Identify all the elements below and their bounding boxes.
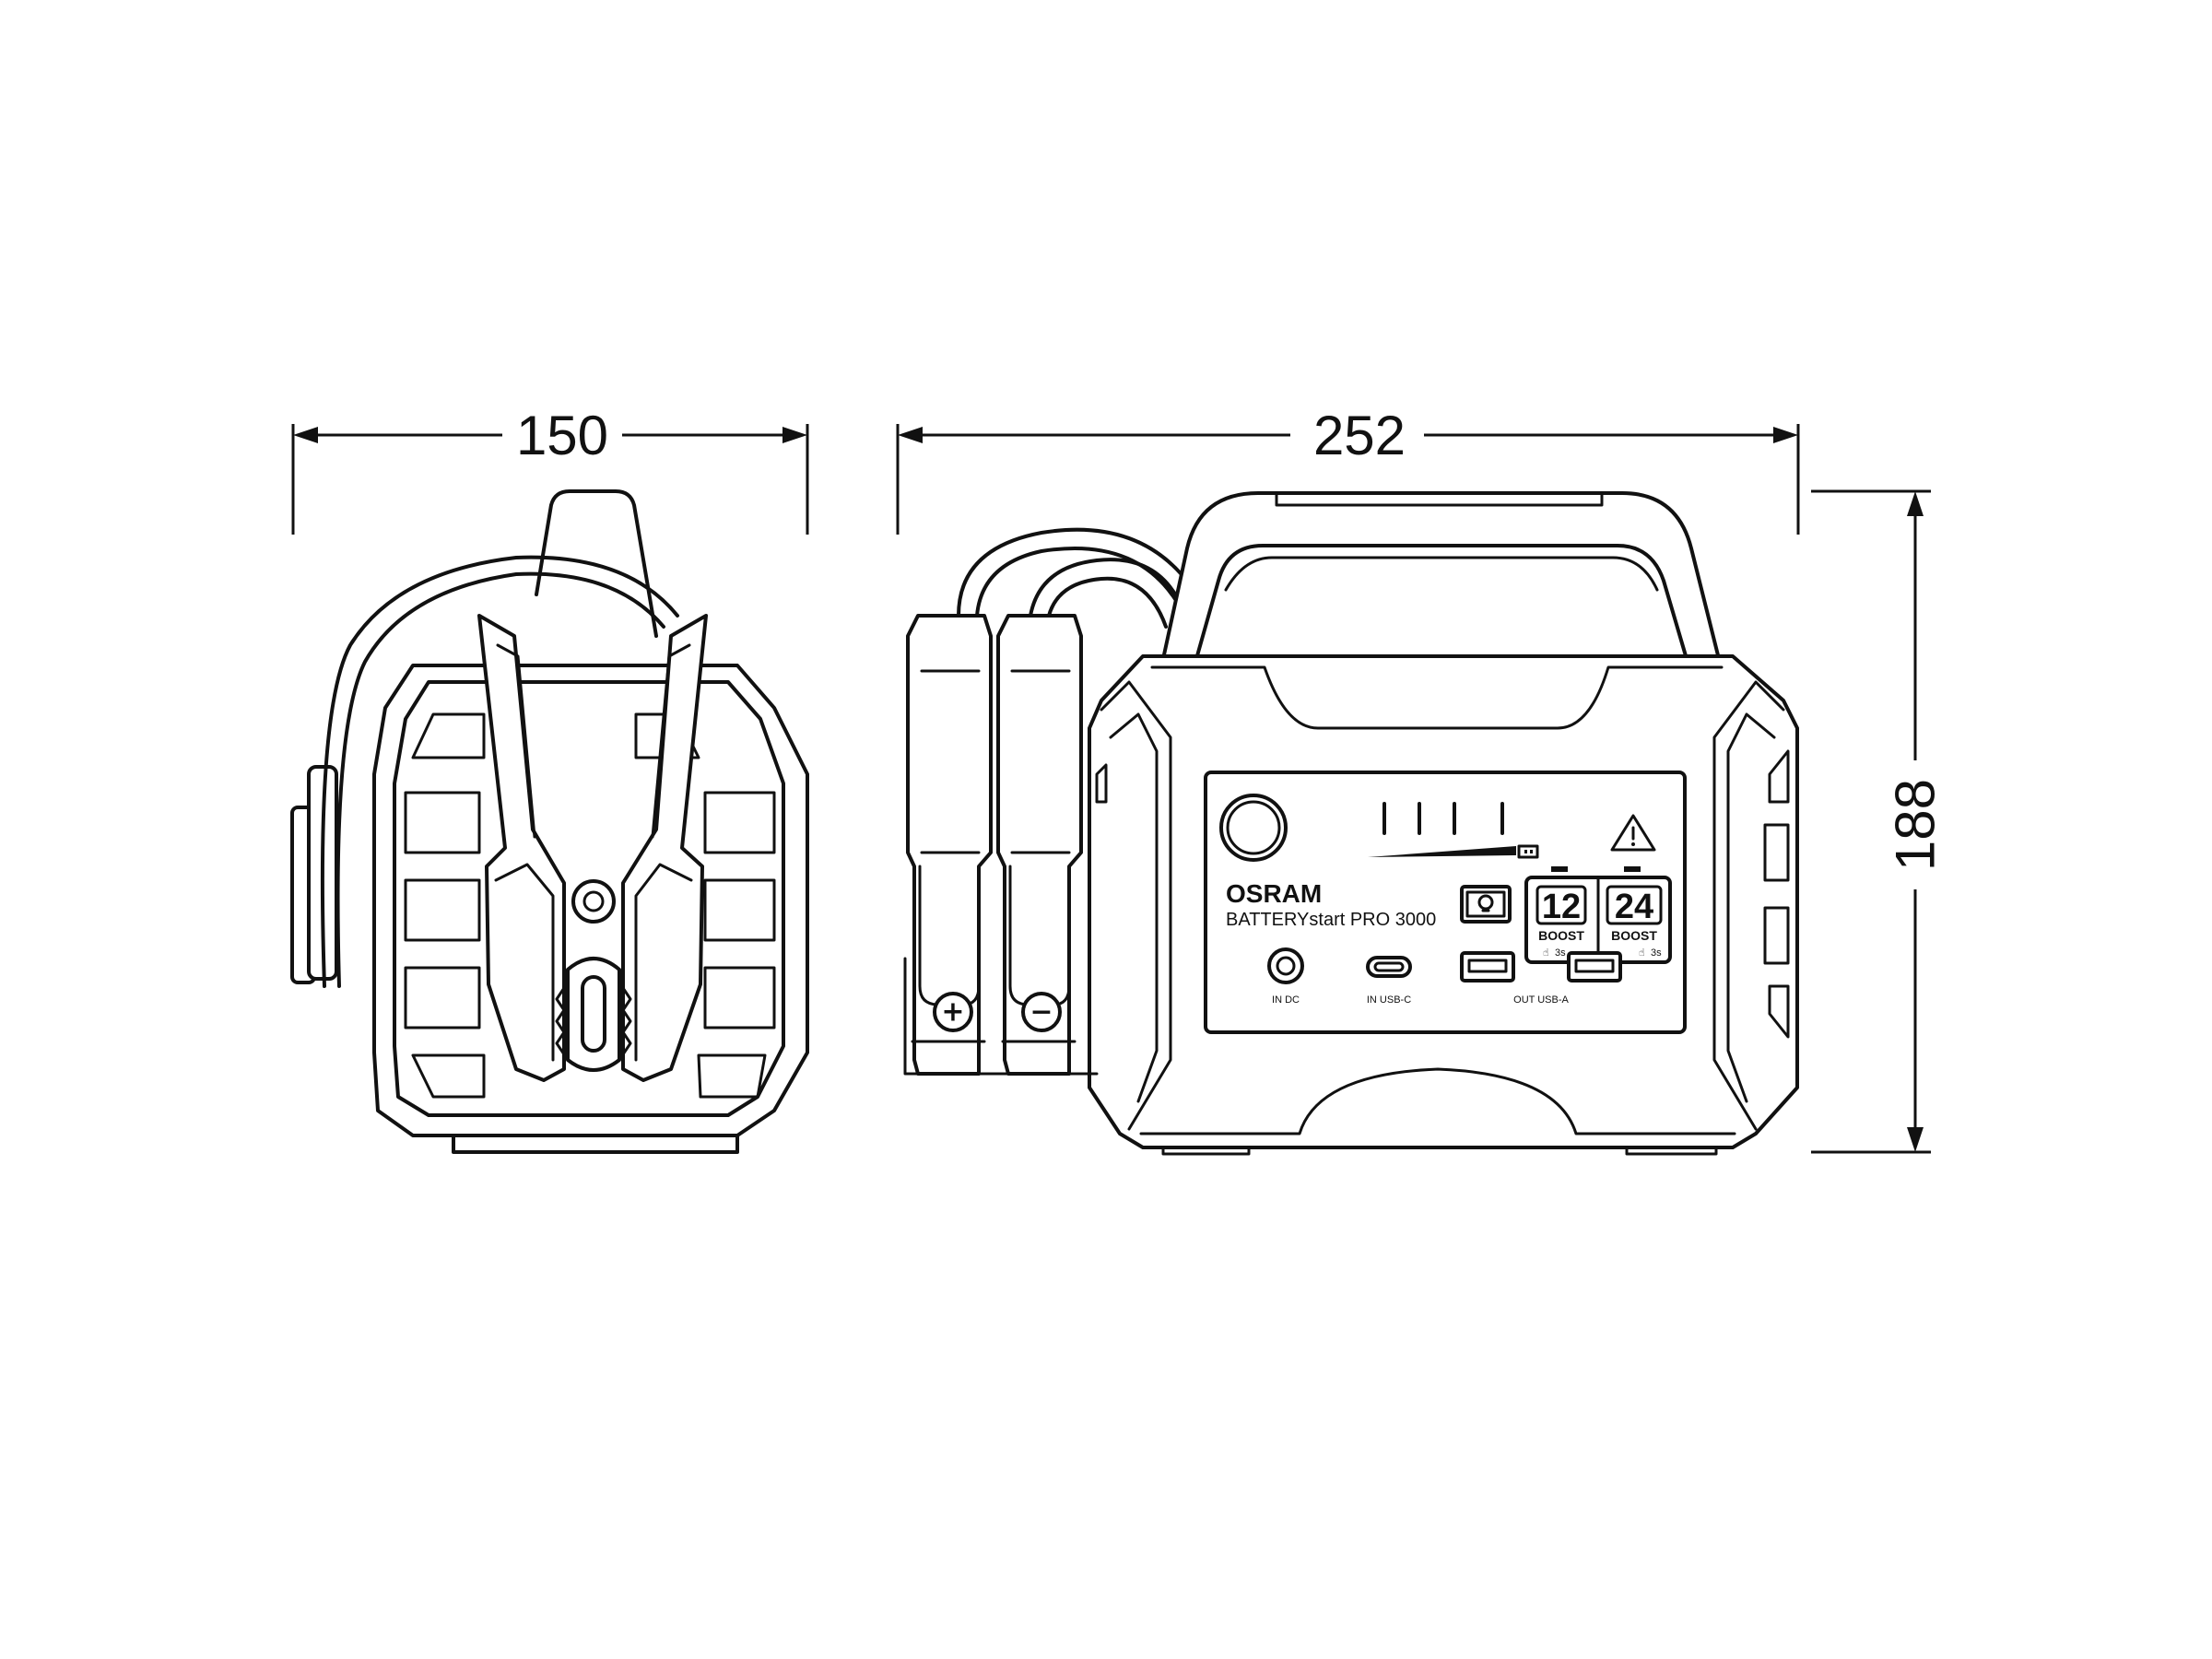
side-foot — [452, 1134, 739, 1154]
height-dimension: 188 — [1811, 489, 1947, 1154]
height-value: 188 — [1885, 779, 1947, 871]
boost-12-button[interactable]: 12 BOOST ☝ 3s — [1535, 885, 1587, 959]
boost-24-voltage: 24 — [1615, 888, 1653, 926]
light-bulb-icon — [1477, 894, 1494, 912]
side-view — [290, 489, 809, 1154]
in-usbc-label: IN USB-C — [1367, 994, 1411, 1006]
side-clamp-right — [621, 614, 708, 1082]
usb-a-output-port-2[interactable] — [1567, 951, 1622, 982]
usb-c-input-port[interactable] — [1366, 956, 1412, 978]
carry-handle — [1161, 491, 1721, 661]
boost-12-hold: 3s — [1555, 947, 1566, 959]
front-view: OSRAM BATTERYstart PRO 3000 12 BOOST ☝ 3… — [903, 491, 1799, 1156]
light-button[interactable] — [1460, 885, 1512, 924]
dc-input-port[interactable] — [1267, 947, 1304, 984]
positive-sign: + — [941, 996, 964, 1029]
side-handle — [535, 489, 658, 638]
length-dimension: 252 — [896, 405, 1800, 535]
power-button[interactable] — [1219, 794, 1288, 862]
boost-12-label: BOOST — [1538, 928, 1584, 943]
negative-sign: − — [1030, 996, 1053, 1029]
boost-12-voltage: 12 — [1542, 888, 1581, 926]
warning-triangle-icon — [1610, 814, 1656, 852]
model-name: BATTERYstart PRO 3000 — [1226, 910, 1436, 930]
brand-logo: OSRAM — [1226, 879, 1322, 908]
length-value: 252 — [1313, 405, 1406, 466]
control-panel — [1204, 771, 1687, 1034]
front-side-ribs — [1095, 749, 1790, 1039]
battery-level-icon — [1368, 802, 1539, 859]
side-ribs — [404, 712, 776, 1099]
boost-24-hold: 3s — [1651, 947, 1662, 959]
positive-clamp: + — [906, 614, 993, 1076]
boost-12-led — [1551, 866, 1568, 872]
side-clamp-pivot — [571, 879, 616, 924]
out-usba-label: OUT USB-A — [1513, 994, 1569, 1006]
usb-a-output-port-1[interactable] — [1460, 951, 1515, 982]
width-value: 150 — [516, 405, 608, 466]
hand-press-icon: ☝ — [1543, 947, 1549, 959]
negative-clamp: − — [996, 614, 1083, 1076]
positive-terminal-icon — [933, 992, 973, 1032]
boost-24-label: BOOST — [1611, 928, 1657, 943]
negative-terminal-icon — [1021, 992, 1062, 1032]
boost-24-button[interactable]: 24 BOOST ☝ 3s — [1606, 885, 1663, 959]
in-dc-label: IN DC — [1272, 994, 1300, 1006]
power-button-icon — [1226, 800, 1281, 855]
boost-24-led — [1624, 866, 1641, 872]
hand-press-icon: ☝ — [1639, 947, 1645, 959]
width-dimension: 150 — [291, 405, 809, 535]
